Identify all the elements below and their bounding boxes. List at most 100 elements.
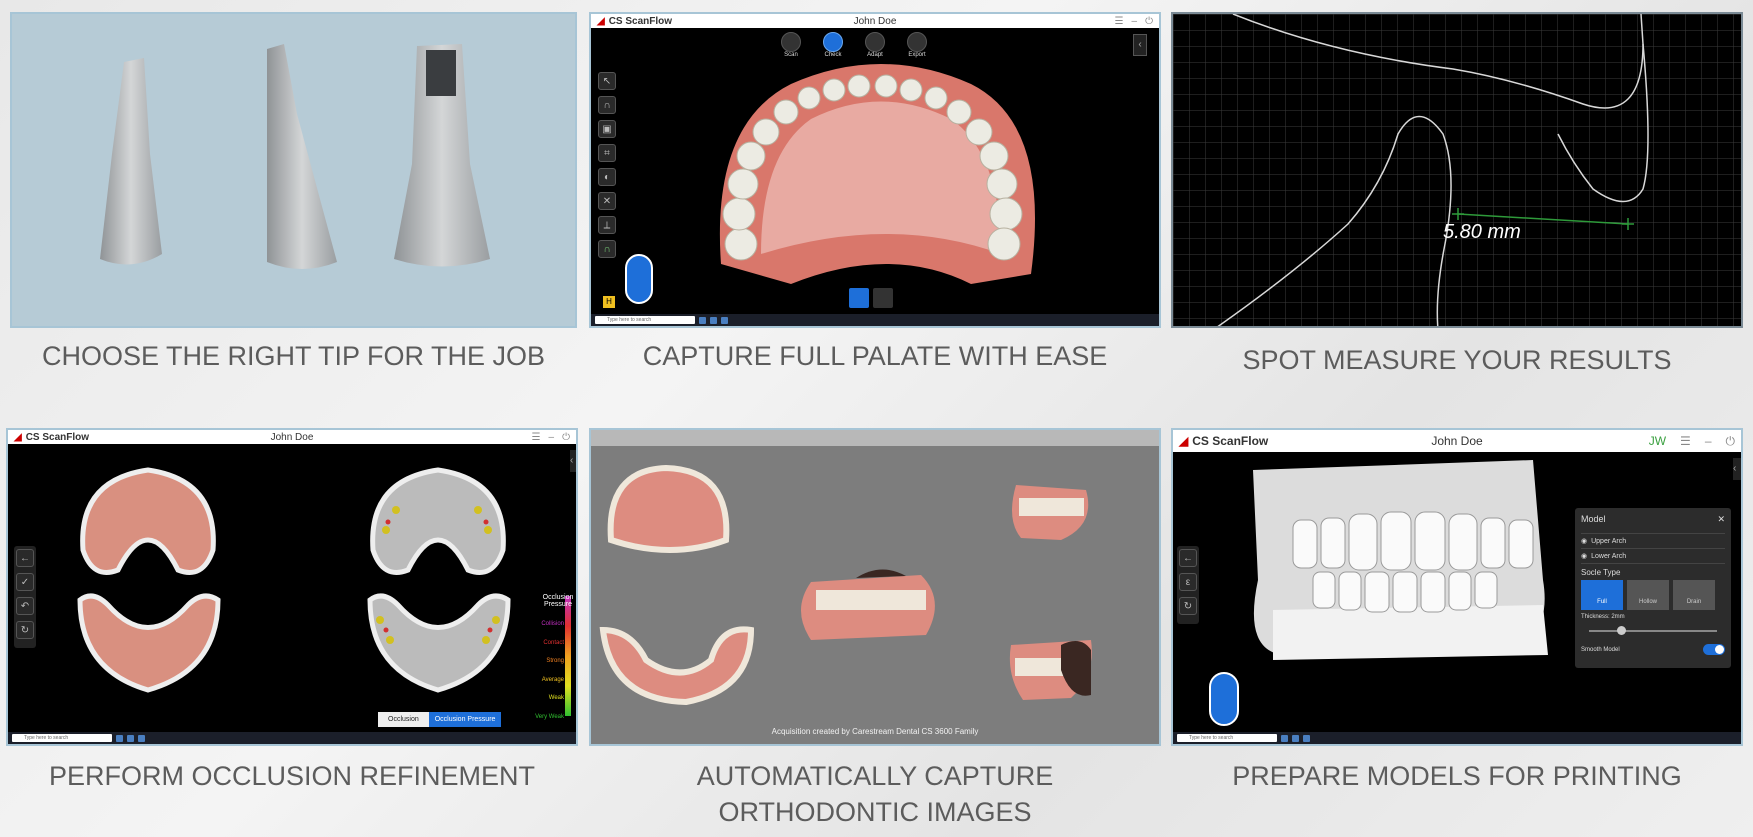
windows-taskbar: Type here to search [8, 732, 576, 744]
power-icon[interactable]: ⏻ [562, 431, 570, 443]
caption-measure: SPOT MEASURE YOUR RESULTS [1242, 345, 1672, 375]
eye-icon[interactable]: ◉ [1581, 553, 1588, 560]
taskbar-app-icon[interactable] [710, 316, 717, 324]
step-export[interactable]: Export [907, 32, 927, 58]
lower-arch-label: Lower Arch [1591, 552, 1627, 560]
caption-ortho-line2: ORTHODONTIC IMAGES [718, 797, 1032, 827]
tooth-orientation-icon [1209, 672, 1239, 726]
minimize-icon[interactable]: – [1704, 433, 1712, 448]
arch-color-icon[interactable]: ∩ [598, 240, 616, 258]
measurement-grid [1173, 14, 1741, 326]
slider-handle[interactable] [1617, 626, 1626, 635]
socle-full-button[interactable]: Full [1581, 580, 1623, 610]
socle-hollow-button[interactable]: Hollow [1627, 580, 1669, 610]
windows-taskbar: Type here to search [591, 314, 1159, 326]
caption-tips: CHOOSE THE RIGHT TIP FOR THE JOB [41, 341, 546, 371]
upper-arch-label: Upper Arch [1591, 537, 1627, 545]
occlusion-3d-models [77, 467, 571, 716]
taskbar-app-icon[interactable] [1292, 734, 1299, 742]
caption-ortho-line1: AUTOMATICALLY CAPTURE [696, 761, 1054, 791]
user-initials[interactable]: JW [1648, 433, 1667, 448]
smooth-model-label: Smooth Model [1581, 646, 1620, 653]
legend-item: Very Weak [535, 713, 564, 720]
undo-icon[interactable]: ↶ [16, 597, 34, 615]
collapse-panel-button[interactable]: ‹ [1733, 458, 1741, 480]
pressure-legend: Collision Contact Strong Average Weak Ve… [530, 615, 564, 726]
socle-type-options: Full Hollow Drain [1581, 580, 1725, 610]
caption-occlusion: PERFORM OCCLUSION REFINEMENT [48, 761, 536, 791]
check-icon[interactable]: ✓ [16, 573, 34, 591]
power-icon[interactable]: ⏻ [1145, 15, 1153, 27]
cut-tool-icon[interactable]: ▣ [598, 120, 616, 138]
upper-arch-row[interactable]: ◉Upper Arch [1581, 533, 1725, 548]
smooth-model-toggle[interactable] [1703, 644, 1725, 655]
erase-tool-icon[interactable]: ✕ [598, 192, 616, 210]
minimize-icon[interactable]: – [548, 431, 555, 443]
taskbar-search-input[interactable]: Type here to search [12, 734, 112, 742]
help-icon[interactable]: H [603, 296, 615, 308]
palate-scan-window: ◢CS ScanFlow John Doe ☰–⏻ Scan Check Ada… [589, 12, 1161, 328]
tooth-orientation-icon [625, 254, 653, 304]
ortho-images-panel: Acquisition created by Carestream Dental… [589, 428, 1161, 746]
taskbar-app-icon[interactable] [127, 734, 134, 742]
menu-icon[interactable]: ☰ [1680, 433, 1691, 448]
menu-icon[interactable]: ☰ [531, 431, 541, 443]
step-adapt[interactable]: Adapt [865, 32, 885, 58]
taskbar-app-icon[interactable] [1303, 734, 1310, 742]
close-icon[interactable]: ✕ [1717, 514, 1725, 524]
legend-item: Weak [548, 695, 564, 701]
occlusion-pressure-tab[interactable]: Occlusion Pressure [428, 712, 502, 727]
legend-title: Occlusion Pressure [542, 594, 574, 608]
taskbar-app-icon[interactable] [1281, 734, 1288, 742]
select-tool-icon[interactable]: ↖ [598, 72, 616, 90]
view-toggle [849, 288, 893, 308]
lower-arch-row[interactable]: ◉Lower Arch [1581, 548, 1725, 564]
app-logo: ◢CS ScanFlow [1179, 434, 1269, 448]
taskbar-app-icon[interactable] [721, 316, 728, 324]
taskbar-app-icon[interactable] [699, 316, 706, 324]
model-settings-panel: Model✕ ◉Upper Arch ◉Lower Arch Socle Typ… [1575, 508, 1731, 668]
occlusion-tab[interactable]: Occlusion [378, 712, 429, 727]
menu-icon[interactable]: ☰ [1114, 15, 1124, 27]
caption-print: PREPARE MODELS FOR PRINTING [1232, 761, 1682, 791]
reset-icon[interactable]: ↻ [16, 621, 34, 639]
socle-drain-button[interactable]: Drain [1673, 580, 1715, 610]
measure-tool-icon[interactable]: ⟂ [598, 216, 616, 234]
crop-tool-icon[interactable]: ⌗ [598, 144, 616, 162]
caption-palate: CAPTURE FULL PALATE WITH EASE [642, 341, 1108, 371]
back-arrow-icon[interactable]: ← [16, 549, 34, 567]
step-scan[interactable]: Scan [781, 32, 801, 58]
legend-item: Strong [546, 658, 564, 664]
collapse-panel-button[interactable]: ‹ [570, 450, 576, 472]
scanner-tips-image [100, 44, 490, 269]
taskbar-search-input[interactable]: Type here to search [595, 316, 695, 324]
acquisition-footer: Acquisition created by Carestream Dental… [771, 727, 979, 736]
taskbar-app-icon[interactable] [116, 734, 123, 742]
legend-item: Contact [543, 639, 564, 646]
minimize-icon[interactable]: – [1131, 15, 1138, 27]
arch-icon[interactable]: ε [1179, 573, 1197, 591]
viewer-header-bar [591, 430, 1159, 446]
arch-tool-icon[interactable]: ∩ [598, 96, 616, 114]
eye-icon[interactable]: ◉ [1581, 538, 1588, 545]
windows-taskbar: Type here to search [1173, 732, 1741, 744]
measurement-value: 5.80 mm [1443, 221, 1521, 243]
lower-jaw-view-icon[interactable] [873, 288, 893, 308]
collapse-panel-button[interactable]: ‹ [1133, 34, 1147, 56]
model-print-window: ◢CS ScanFlow John Doe JW☰–⏻ ← ε ↻ ‹ Mode… [1171, 428, 1743, 746]
step-check[interactable]: Check [823, 32, 843, 58]
power-icon[interactable]: ⏻ [1725, 433, 1736, 448]
model-tool-column: ← ε ↻ [1177, 546, 1199, 624]
taskbar-app-icon[interactable] [138, 734, 145, 742]
occlusion-window: ◢CS ScanFlow John Doe ☰–⏻ Occlusion Pres… [6, 428, 578, 746]
printable-jaw-model [1253, 460, 1548, 660]
taskbar-search-input[interactable]: Type here to search [1177, 734, 1277, 742]
contrast-tool-icon[interactable]: ◐ [598, 168, 616, 186]
upper-jaw-view-icon[interactable] [849, 288, 869, 308]
reset-icon[interactable]: ↻ [1179, 597, 1197, 615]
app-logo: ◢CS ScanFlow [597, 15, 673, 27]
back-arrow-icon[interactable]: ← [1179, 549, 1197, 567]
socle-type-title: Socle Type [1581, 568, 1621, 577]
occlusion-tool-column: ← ✓ ↶ ↻ [14, 546, 36, 648]
thickness-slider[interactable] [1581, 626, 1725, 636]
